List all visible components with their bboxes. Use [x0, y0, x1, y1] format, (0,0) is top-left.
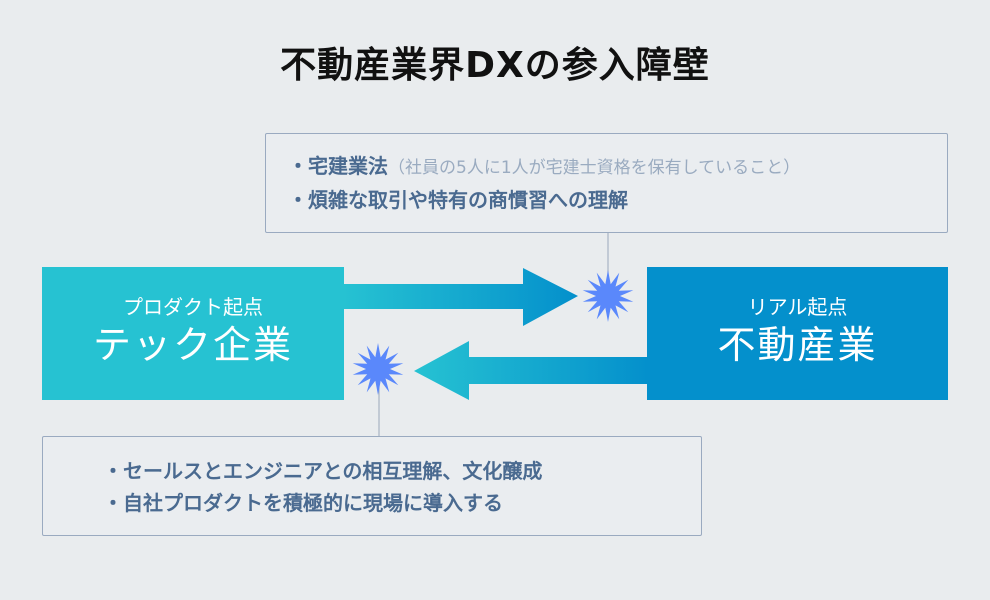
starburst-icon [582, 270, 634, 322]
real-estate-subtitle: リアル起点 [747, 295, 848, 319]
note-item-detail: （社員の5人に1人が宅建士資格を保有していること） [388, 158, 801, 178]
diagram-title: 不動産業界DXの参入障壁 [280, 45, 710, 86]
note-item-main: ・宅建業法 [288, 154, 388, 178]
top-barrier-note: ・宅建業法（社員の5人に1人が宅建士資格を保有していること） ・煩雑な取引や特有… [265, 133, 948, 233]
note-item: ・煩雑な取引や特有の商慣習への理解 [288, 188, 628, 212]
arrow-left-icon [414, 341, 648, 400]
real-estate-title: 不動産業 [717, 323, 878, 367]
tech-company-title: テック企業 [92, 323, 293, 367]
note-item: ・セールスとエンジニアとの相互理解、文化醸成 [103, 459, 543, 483]
tech-company-box: プロダクト起点 テック企業 [42, 267, 344, 400]
arrow-right-icon [343, 268, 578, 326]
starburst-icon [352, 343, 404, 395]
note-item: ・宅建業法（社員の5人に1人が宅建士資格を保有していること） [288, 150, 947, 184]
bottom-barrier-note: ・セールスとエンジニアとの相互理解、文化醸成 ・自社プロダクトを積極的に現場に導… [42, 436, 702, 536]
note-item: ・自社プロダクトを積極的に現場に導入する [103, 491, 503, 515]
tech-company-subtitle: プロダクト起点 [123, 295, 263, 319]
real-estate-box: リアル起点 不動産業 [647, 267, 948, 400]
